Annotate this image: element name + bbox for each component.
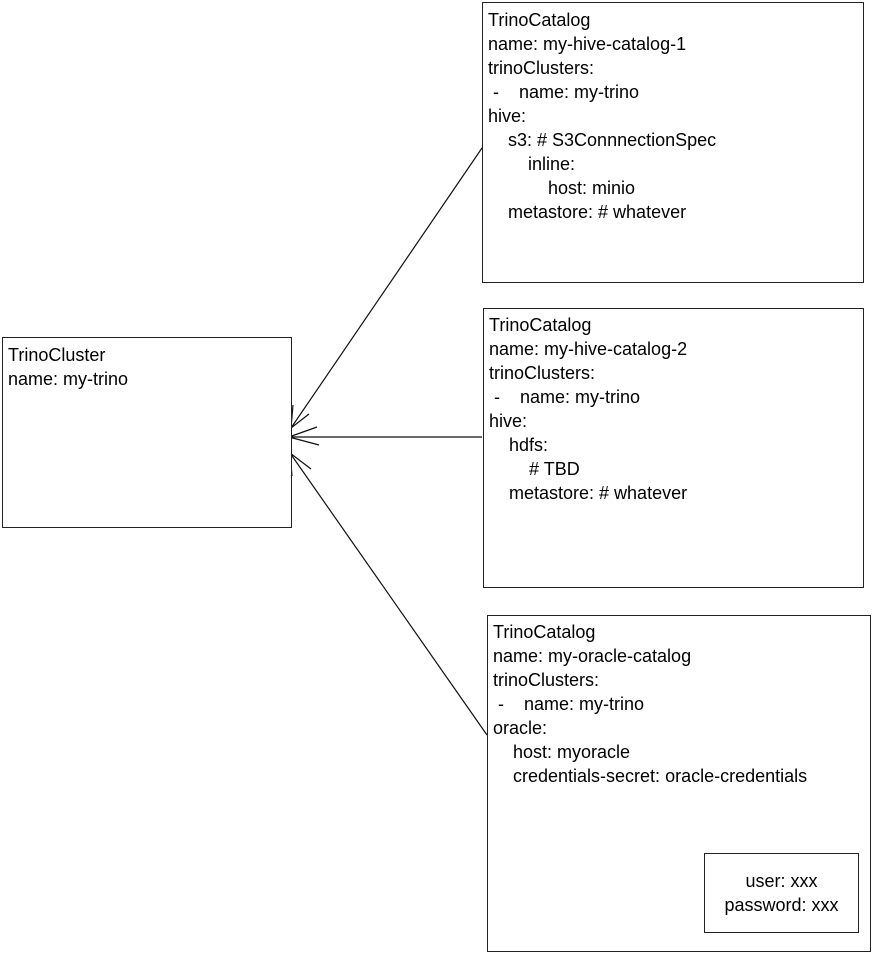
catalog-line: metastore: # whatever	[489, 483, 688, 503]
secret-line: user: xxx	[745, 871, 818, 891]
catalog-line: trinoClusters:	[489, 363, 596, 383]
catalog-line: s3: # S3ConnnectionSpec	[488, 130, 717, 150]
catalog-line: - name: my-trino	[493, 694, 645, 714]
cluster-line: name: my-trino	[8, 369, 129, 389]
trino-catalog-box-1: TrinoCatalog name: my-hive-catalog-1 tri…	[482, 2, 864, 283]
secret-line: password: xxx	[724, 895, 839, 915]
catalog-line: host: minio	[488, 178, 636, 198]
trino-catalog-box-2: TrinoCatalog name: my-hive-catalog-2 tri…	[483, 308, 864, 588]
catalog-line: trinoClusters:	[488, 58, 595, 78]
arrow-catalog-2-to-cluster	[288, 426, 482, 446]
catalog-line: trinoClusters:	[493, 670, 600, 690]
catalog-line: - name: my-trino	[489, 387, 641, 407]
catalog-line: oracle:	[493, 718, 548, 738]
catalog-line: hive:	[488, 106, 527, 126]
catalog-line: TrinoCatalog	[488, 10, 591, 30]
catalog-line: credentials-secret: oracle-credentials	[493, 766, 808, 786]
trino-cluster-box: TrinoCluster name: my-trino	[2, 337, 292, 528]
catalog-line: name: my-hive-catalog-2	[489, 339, 688, 359]
catalog-line: name: my-oracle-catalog	[493, 646, 692, 666]
arrow-catalog-1-to-cluster	[290, 147, 483, 429]
catalog-line: hdfs:	[489, 435, 549, 455]
catalog-line: inline:	[488, 154, 576, 174]
catalog-line: host: myoracle	[493, 742, 631, 762]
catalog-line: - name: my-trino	[488, 82, 640, 102]
arrow-catalog-3-to-cluster	[289, 452, 488, 736]
credentials-secret-box: user: xxx password: xxx	[704, 853, 859, 933]
cluster-line: TrinoCluster	[8, 345, 106, 365]
catalog-line: # TBD	[489, 459, 580, 479]
catalog-line: TrinoCatalog	[489, 315, 592, 335]
catalog-line: hive:	[489, 411, 528, 431]
catalog-line: name: my-hive-catalog-1	[488, 34, 687, 54]
catalog-line: metastore: # whatever	[488, 202, 687, 222]
catalog-line: TrinoCatalog	[493, 622, 596, 642]
